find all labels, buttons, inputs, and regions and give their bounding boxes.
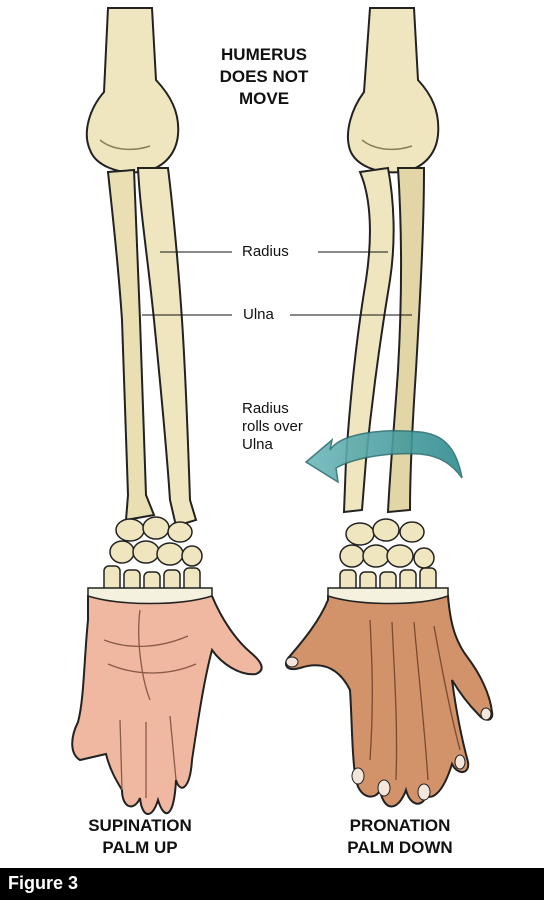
left-humerus: [85, 7, 180, 174]
figure-label: Figure 3: [8, 873, 79, 893]
left-arm-supination: [71, 7, 263, 815]
right-radius: [342, 166, 395, 514]
radius-rolls-note: Radius rolls over Ulna: [242, 400, 303, 453]
right-hand-back: [284, 595, 494, 808]
rotation-arrow: [304, 430, 463, 484]
right-humerus: [346, 7, 440, 174]
left-palm: [71, 595, 263, 815]
radius-label: Radius: [242, 243, 289, 260]
ulna-label: Ulna: [243, 306, 274, 323]
right-arm-pronation: [284, 7, 494, 808]
figure-footer-bar: Figure 3: [0, 868, 544, 900]
supination-caption: SUPINATION PALM UP: [88, 816, 192, 857]
right-ulna: [386, 167, 426, 514]
left-radius: [106, 168, 156, 522]
humerus-note-heading: HUMERUS DOES NOT MOVE: [219, 45, 309, 108]
left-ulna: [136, 167, 198, 528]
forearm-rotation-diagram: [71, 7, 494, 815]
pronation-caption: PRONATION PALM DOWN: [347, 816, 453, 857]
